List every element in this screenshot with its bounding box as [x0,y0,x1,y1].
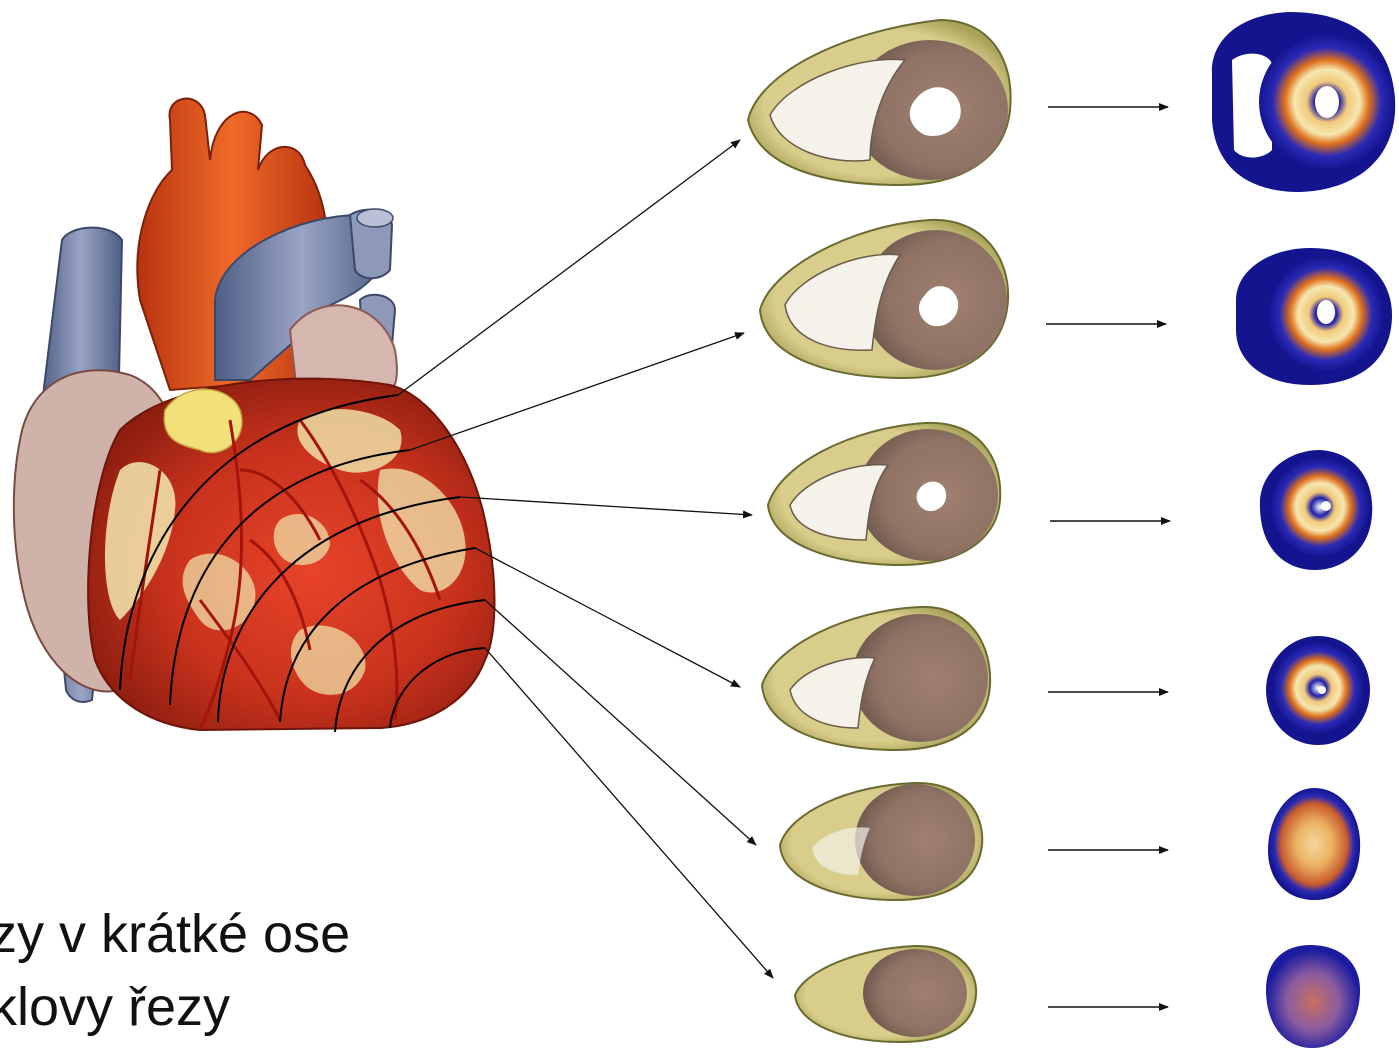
myocardial-slice-photo [762,607,990,750]
mapping-arrows [1046,107,1170,1007]
caption-line-1: zy v krátké ose [0,907,350,961]
myocardial-slice-photo [795,946,976,1042]
caption-line-2: klovy řezy [0,980,230,1034]
arrow-icon [398,140,740,395]
myocardial-slice-photo [748,20,1011,185]
perfusion-images [1212,12,1395,1048]
perfusion-polar-image [1268,788,1360,900]
myocardial-slice-photo [780,783,982,900]
arrow-icon [475,548,740,687]
arrow-icon [410,333,744,450]
arrow-icon [485,600,756,845]
perfusion-polar-image [1266,945,1360,1048]
slice-photos [748,20,1011,1042]
perfusion-polar-image [1236,248,1392,385]
myocardial-slice-photo [768,423,1000,565]
arrow-icon [485,648,773,978]
myocardial-slice-photo [760,220,1008,378]
perfusion-polar-image [1266,636,1370,745]
heart-illustration [14,99,495,732]
arrow-icon [460,497,752,515]
perfusion-polar-image [1212,12,1395,192]
perfusion-polar-image [1260,450,1372,570]
